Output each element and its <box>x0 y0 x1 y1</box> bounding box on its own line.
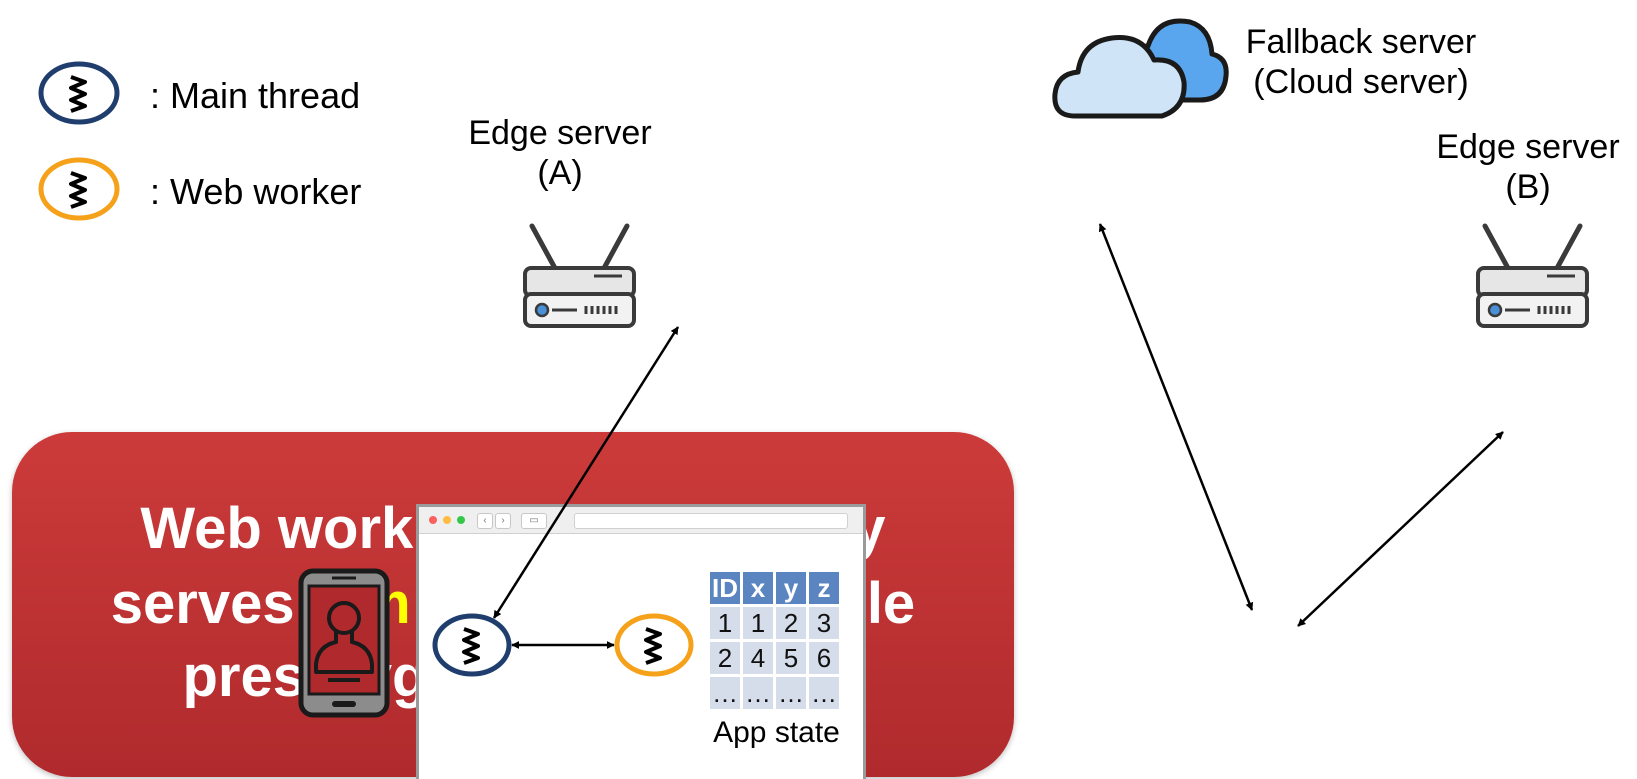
table-cell: … <box>809 677 839 709</box>
table-cell: 4 <box>743 642 773 674</box>
router-b-icon <box>1476 223 1589 328</box>
table-header-cell: z <box>809 572 839 604</box>
web-worker-legend-icon <box>38 157 120 221</box>
table-cell: 3 <box>809 607 839 639</box>
table-cell: 5 <box>776 642 806 674</box>
close-dot-icon[interactable] <box>429 516 437 524</box>
table-header-cell: y <box>776 572 806 604</box>
table-cell: 6 <box>809 642 839 674</box>
edge-server-a-label: Edge server (A) <box>468 114 652 192</box>
edge-server-b-label: Edge server (B) <box>1436 128 1620 206</box>
legend-main-thread-label: : Main thread <box>150 75 361 116</box>
table-row: … … … … <box>710 677 839 709</box>
cloud-icon <box>1052 18 1229 119</box>
table-cell: … <box>776 677 806 709</box>
minimize-dot-icon[interactable] <box>443 516 451 524</box>
table-cell: 2 <box>776 607 806 639</box>
legend-web-worker-label: : Web worker <box>150 171 362 212</box>
table-header-cell: x <box>743 572 773 604</box>
app-state-table: ID x y z 1 1 2 3 2 4 5 6 … … … … <box>707 569 842 712</box>
table-row: 1 1 2 3 <box>710 607 839 639</box>
table-header-row: ID x y z <box>710 572 839 604</box>
table-header-cell: ID <box>710 572 740 604</box>
table-cell: … <box>743 677 773 709</box>
table-row: 2 4 5 6 <box>710 642 839 674</box>
main-thread-edge-a-arrow <box>492 326 680 619</box>
table-cell: 1 <box>710 607 740 639</box>
app-state-label: App state <box>713 716 840 749</box>
edge-b-link-arrow <box>1297 431 1504 627</box>
back-icon[interactable]: ‹ <box>477 513 493 529</box>
maximize-dot-icon[interactable] <box>457 516 465 524</box>
table-cell: … <box>710 677 740 709</box>
table-cell: 1 <box>743 607 773 639</box>
table-cell: 2 <box>710 642 740 674</box>
router-a-icon <box>523 223 636 328</box>
cloud-link-arrow <box>1098 223 1254 611</box>
fallback-server-label: Fallback server (Cloud server) <box>1245 23 1477 101</box>
smartphone-user-icon <box>298 568 390 718</box>
main-thread-icon <box>432 613 512 677</box>
main-thread-legend-icon <box>38 61 120 125</box>
